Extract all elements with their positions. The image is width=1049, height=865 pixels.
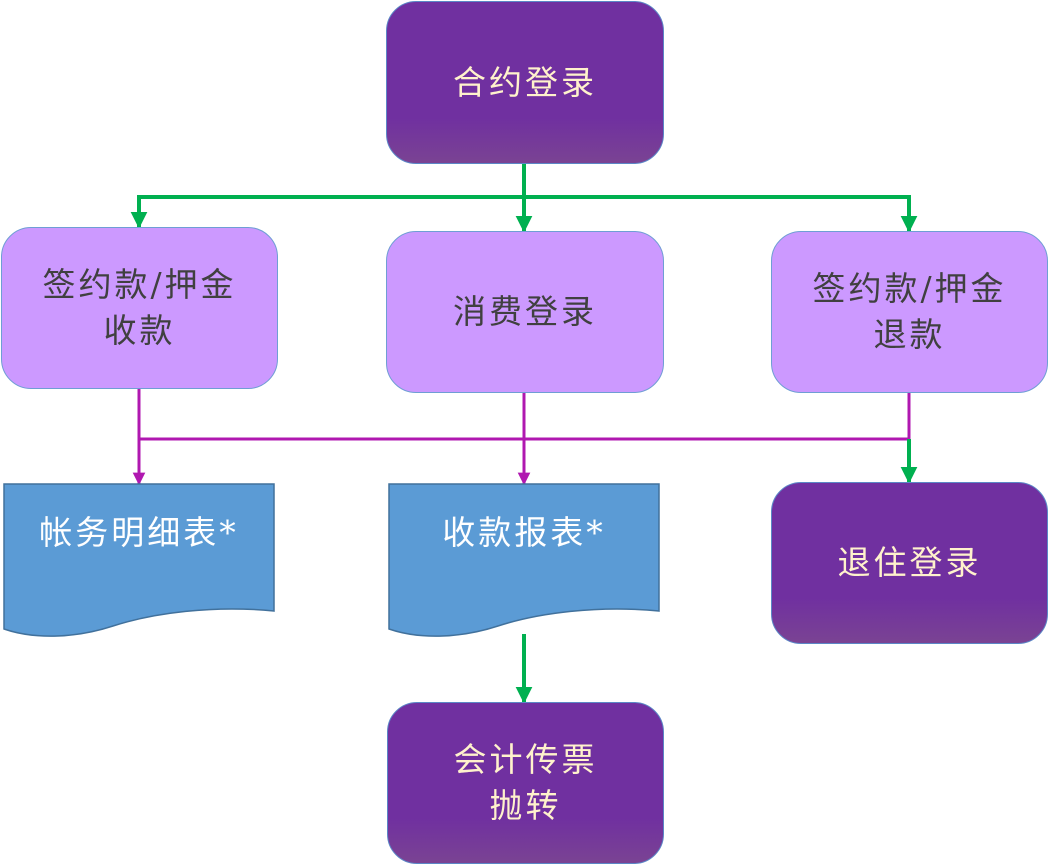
node-accounting-voucher-transfer: 会计传票 抛转 [387, 702, 664, 864]
node-label: 合约登录 [453, 62, 597, 102]
node-label-line-2: 收款 [103, 311, 176, 350]
node-contract-registration: 合约登录 [386, 1, 664, 164]
node-label: 收款报表* [442, 513, 606, 552]
node-deposit-refund: 签约款/押金 退款 [771, 231, 1048, 393]
document-shape [3, 483, 275, 637]
node-collection-report: 收款报表* [388, 483, 660, 641]
node-label: 退住登录 [837, 543, 982, 582]
node-deposit-collection: 签约款/押金 收款 [1, 227, 278, 389]
node-label-line-1: 签约款/押金 [42, 265, 237, 304]
node-checkout-registration: 退住登录 [771, 482, 1048, 644]
node-label: 帐务明细表* [39, 513, 239, 552]
node-label: 消费登录 [453, 292, 597, 331]
node-label-line-2: 抛转 [489, 786, 562, 825]
node-label-line-1: 会计传票 [453, 740, 598, 779]
node-account-detail-report: 帐务明细表* [3, 483, 275, 641]
node-consumption-registration: 消费登录 [386, 231, 664, 393]
document-shape [388, 483, 660, 637]
node-label-line-1: 签约款/押金 [812, 269, 1007, 308]
node-label-line-2: 退款 [873, 315, 946, 354]
